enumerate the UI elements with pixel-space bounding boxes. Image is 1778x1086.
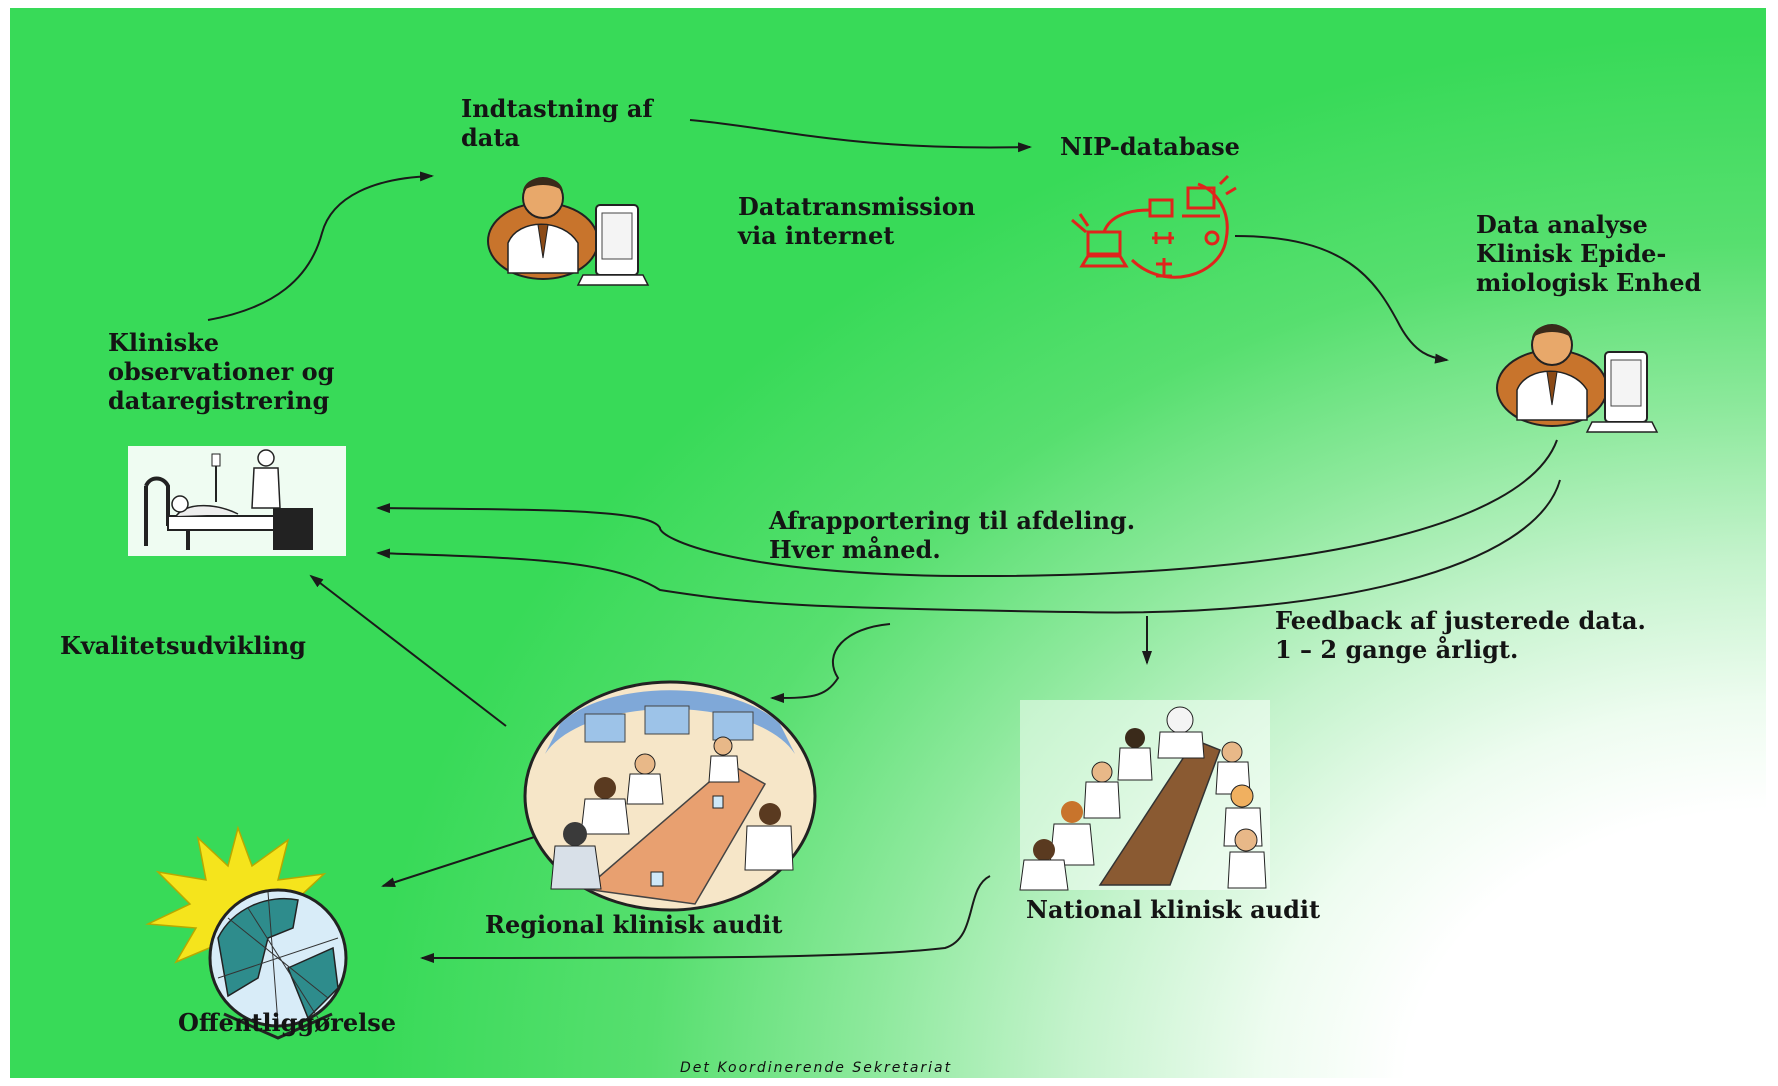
arrow-obs-to-entry	[207, 171, 434, 321]
label-nip-database: NIP-database	[1060, 132, 1240, 161]
label-transmission: Datatransmission via internet	[738, 192, 976, 250]
arrow-regional-to-globe	[381, 829, 557, 888]
flow-arrows	[207, 119, 1561, 963]
arrow-regional-to-bed	[309, 574, 507, 727]
label-regional-audit: Regional klinisk audit	[485, 910, 783, 939]
arrow-national-to-globe	[420, 875, 991, 963]
hospital-bed-icon	[128, 446, 346, 556]
label-data-analysis: Data analyse Klinisk Epide- miologisk En…	[1476, 210, 1702, 297]
arrow-feedback-to-regional	[770, 623, 891, 703]
label-monthly-report: Afrapportering til afdeling. Hver måned.	[769, 506, 1136, 564]
diagram-canvas: { "labels": { "data_entry": "Indtastning…	[10, 8, 1766, 1078]
analyst-at-computer-icon	[1496, 324, 1659, 433]
label-clinical-observations: Kliniske observationer og dataregistreri…	[108, 328, 335, 415]
globe-icon	[145, 825, 348, 1040]
label-publication: Offentliggørelse	[178, 1008, 397, 1037]
footer-text: Det Koordinerende Sekretariat	[680, 1060, 953, 1076]
label-data-entry: Indtastning af data	[461, 94, 653, 152]
person-at-computer-icon	[487, 177, 650, 286]
arrow-entry-to-database	[689, 119, 1032, 153]
arrow-feedback	[376, 479, 1561, 614]
network-database-icon	[1071, 174, 1237, 279]
arrow-monthly-report	[376, 439, 1558, 578]
diagram-icons	[128, 174, 1659, 1040]
arrow-database-to-analysis	[1234, 235, 1449, 364]
regional-meeting-icon	[523, 680, 817, 912]
label-feedback: Feedback af justerede data. 1 – 2 gange …	[1275, 606, 1646, 664]
label-quality-development: Kvalitetsudvikling	[60, 631, 306, 660]
national-meeting-icon	[1019, 700, 1270, 891]
label-national-audit: National klinisk audit	[1026, 895, 1321, 924]
